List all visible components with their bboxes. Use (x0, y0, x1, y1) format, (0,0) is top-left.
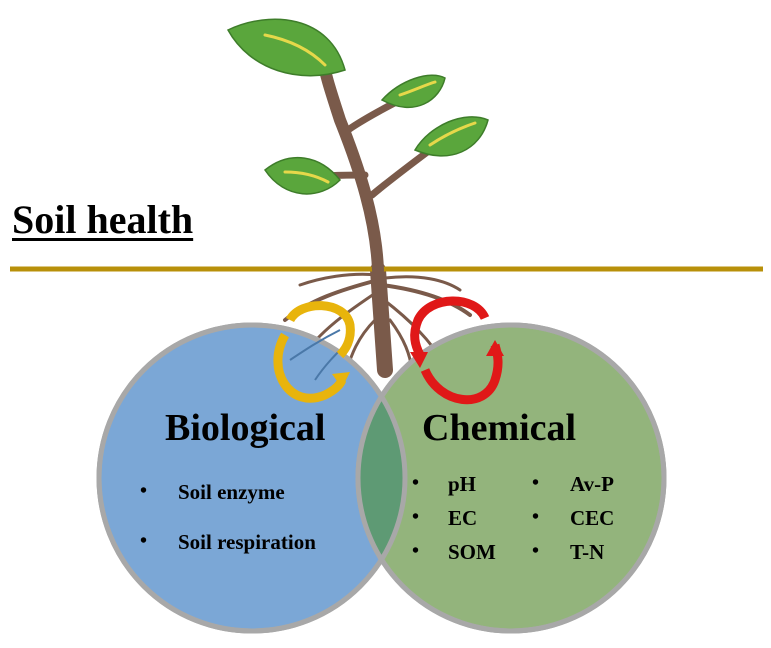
bullet: • (532, 540, 540, 562)
chemical-item: Av-P (570, 472, 614, 496)
bullet: • (532, 472, 540, 494)
bullet: • (412, 472, 420, 494)
chemical-arrowhead-up-icon (486, 340, 504, 356)
diagram-title: Soil health (12, 197, 194, 242)
biological-item: Soil enzyme (178, 480, 285, 504)
bullet: • (412, 506, 420, 528)
bullet: • (532, 506, 540, 528)
leaf-left (263, 156, 342, 195)
bullet: • (140, 530, 148, 552)
chemical-item: EC (448, 506, 478, 530)
leaf-right-lower (413, 116, 489, 157)
bullet: • (412, 540, 420, 562)
leaf-veins (263, 33, 477, 184)
chemical-item: SOM (448, 540, 496, 564)
chemical-item: CEC (570, 506, 615, 530)
chemical-item: T-N (570, 540, 605, 564)
biological-cycle-arrow-icon (273, 301, 355, 403)
biological-arrowhead-icon (332, 372, 350, 388)
chemical-arrowhead-down-icon (410, 352, 428, 368)
biological-heading: Biological (165, 407, 326, 449)
chemical-heading: Chemical (422, 407, 577, 449)
biological-item: Soil respiration (178, 530, 316, 554)
bullet: • (140, 480, 148, 502)
leaf-top (226, 18, 346, 77)
chemical-item: pH (448, 472, 477, 496)
